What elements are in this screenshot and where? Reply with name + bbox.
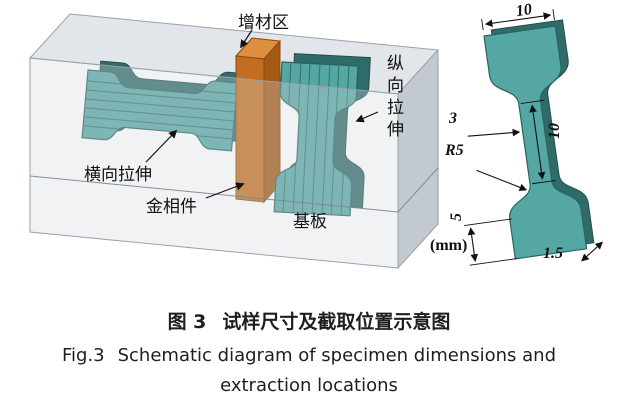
caption-zh-number: 图 3 <box>167 311 207 333</box>
substrate-boundary-line <box>29 167 439 213</box>
figure-3-schematic: 增材区 纵向拉伸 横向拉伸 金相件 基板 10 3 10 R5 5 (mm) 1… <box>28 1 604 270</box>
plate-front-face <box>235 55 265 203</box>
caption-en-line2: extraction locations <box>220 375 398 396</box>
leader-arrows <box>145 29 379 199</box>
transverse-arrow <box>145 129 178 163</box>
metallographic-arrow <box>205 182 245 199</box>
substrate-label: 基板 <box>293 212 327 232</box>
transverse-tension-label: 横向拉伸 <box>84 165 152 185</box>
dimension-lines <box>464 9 604 266</box>
dim-unit-label: (mm) <box>430 237 468 254</box>
longitudinal-tension-label: 纵向拉伸 <box>383 54 403 142</box>
dim-gauge-width-label: 3 <box>449 110 457 127</box>
caption-en-number: Fig.3 <box>61 345 105 366</box>
specimen-drawing <box>464 9 604 266</box>
longitudinal-specimen <box>273 53 371 217</box>
schematic-svg <box>28 9 604 270</box>
dim-grip-height-label: 5 <box>448 213 465 221</box>
transverse-specimen-stack <box>81 60 251 152</box>
dim-gauge-length-label: 10 <box>546 123 563 139</box>
additive-zone-arrow <box>240 29 253 49</box>
caption-en-title: Schematic diagram of specimen dimensions… <box>117 345 557 366</box>
caption-zh-title: 试样尺寸及截取位置示意图 <box>222 311 451 333</box>
longitudinal-arrow <box>355 111 379 123</box>
caption-zh: 图 3 试样尺寸及截取位置示意图 <box>0 300 618 334</box>
dim-thickness-label: 1.5 <box>543 245 563 262</box>
additive-zone-label: 增材区 <box>238 13 289 33</box>
metallographic-plate <box>234 37 282 204</box>
metallographic-piece-label: 金相件 <box>146 197 197 217</box>
figure-captions: 图 3 试样尺寸及截取位置示意图 Fig.3 Schematic diagram o… <box>0 300 618 396</box>
caption-en-line1: Fig.3 Schematic diagram of specimen dimen… <box>0 334 618 366</box>
block-front-face <box>29 57 399 269</box>
dim-fillet-radius-label: R5 <box>445 142 464 159</box>
